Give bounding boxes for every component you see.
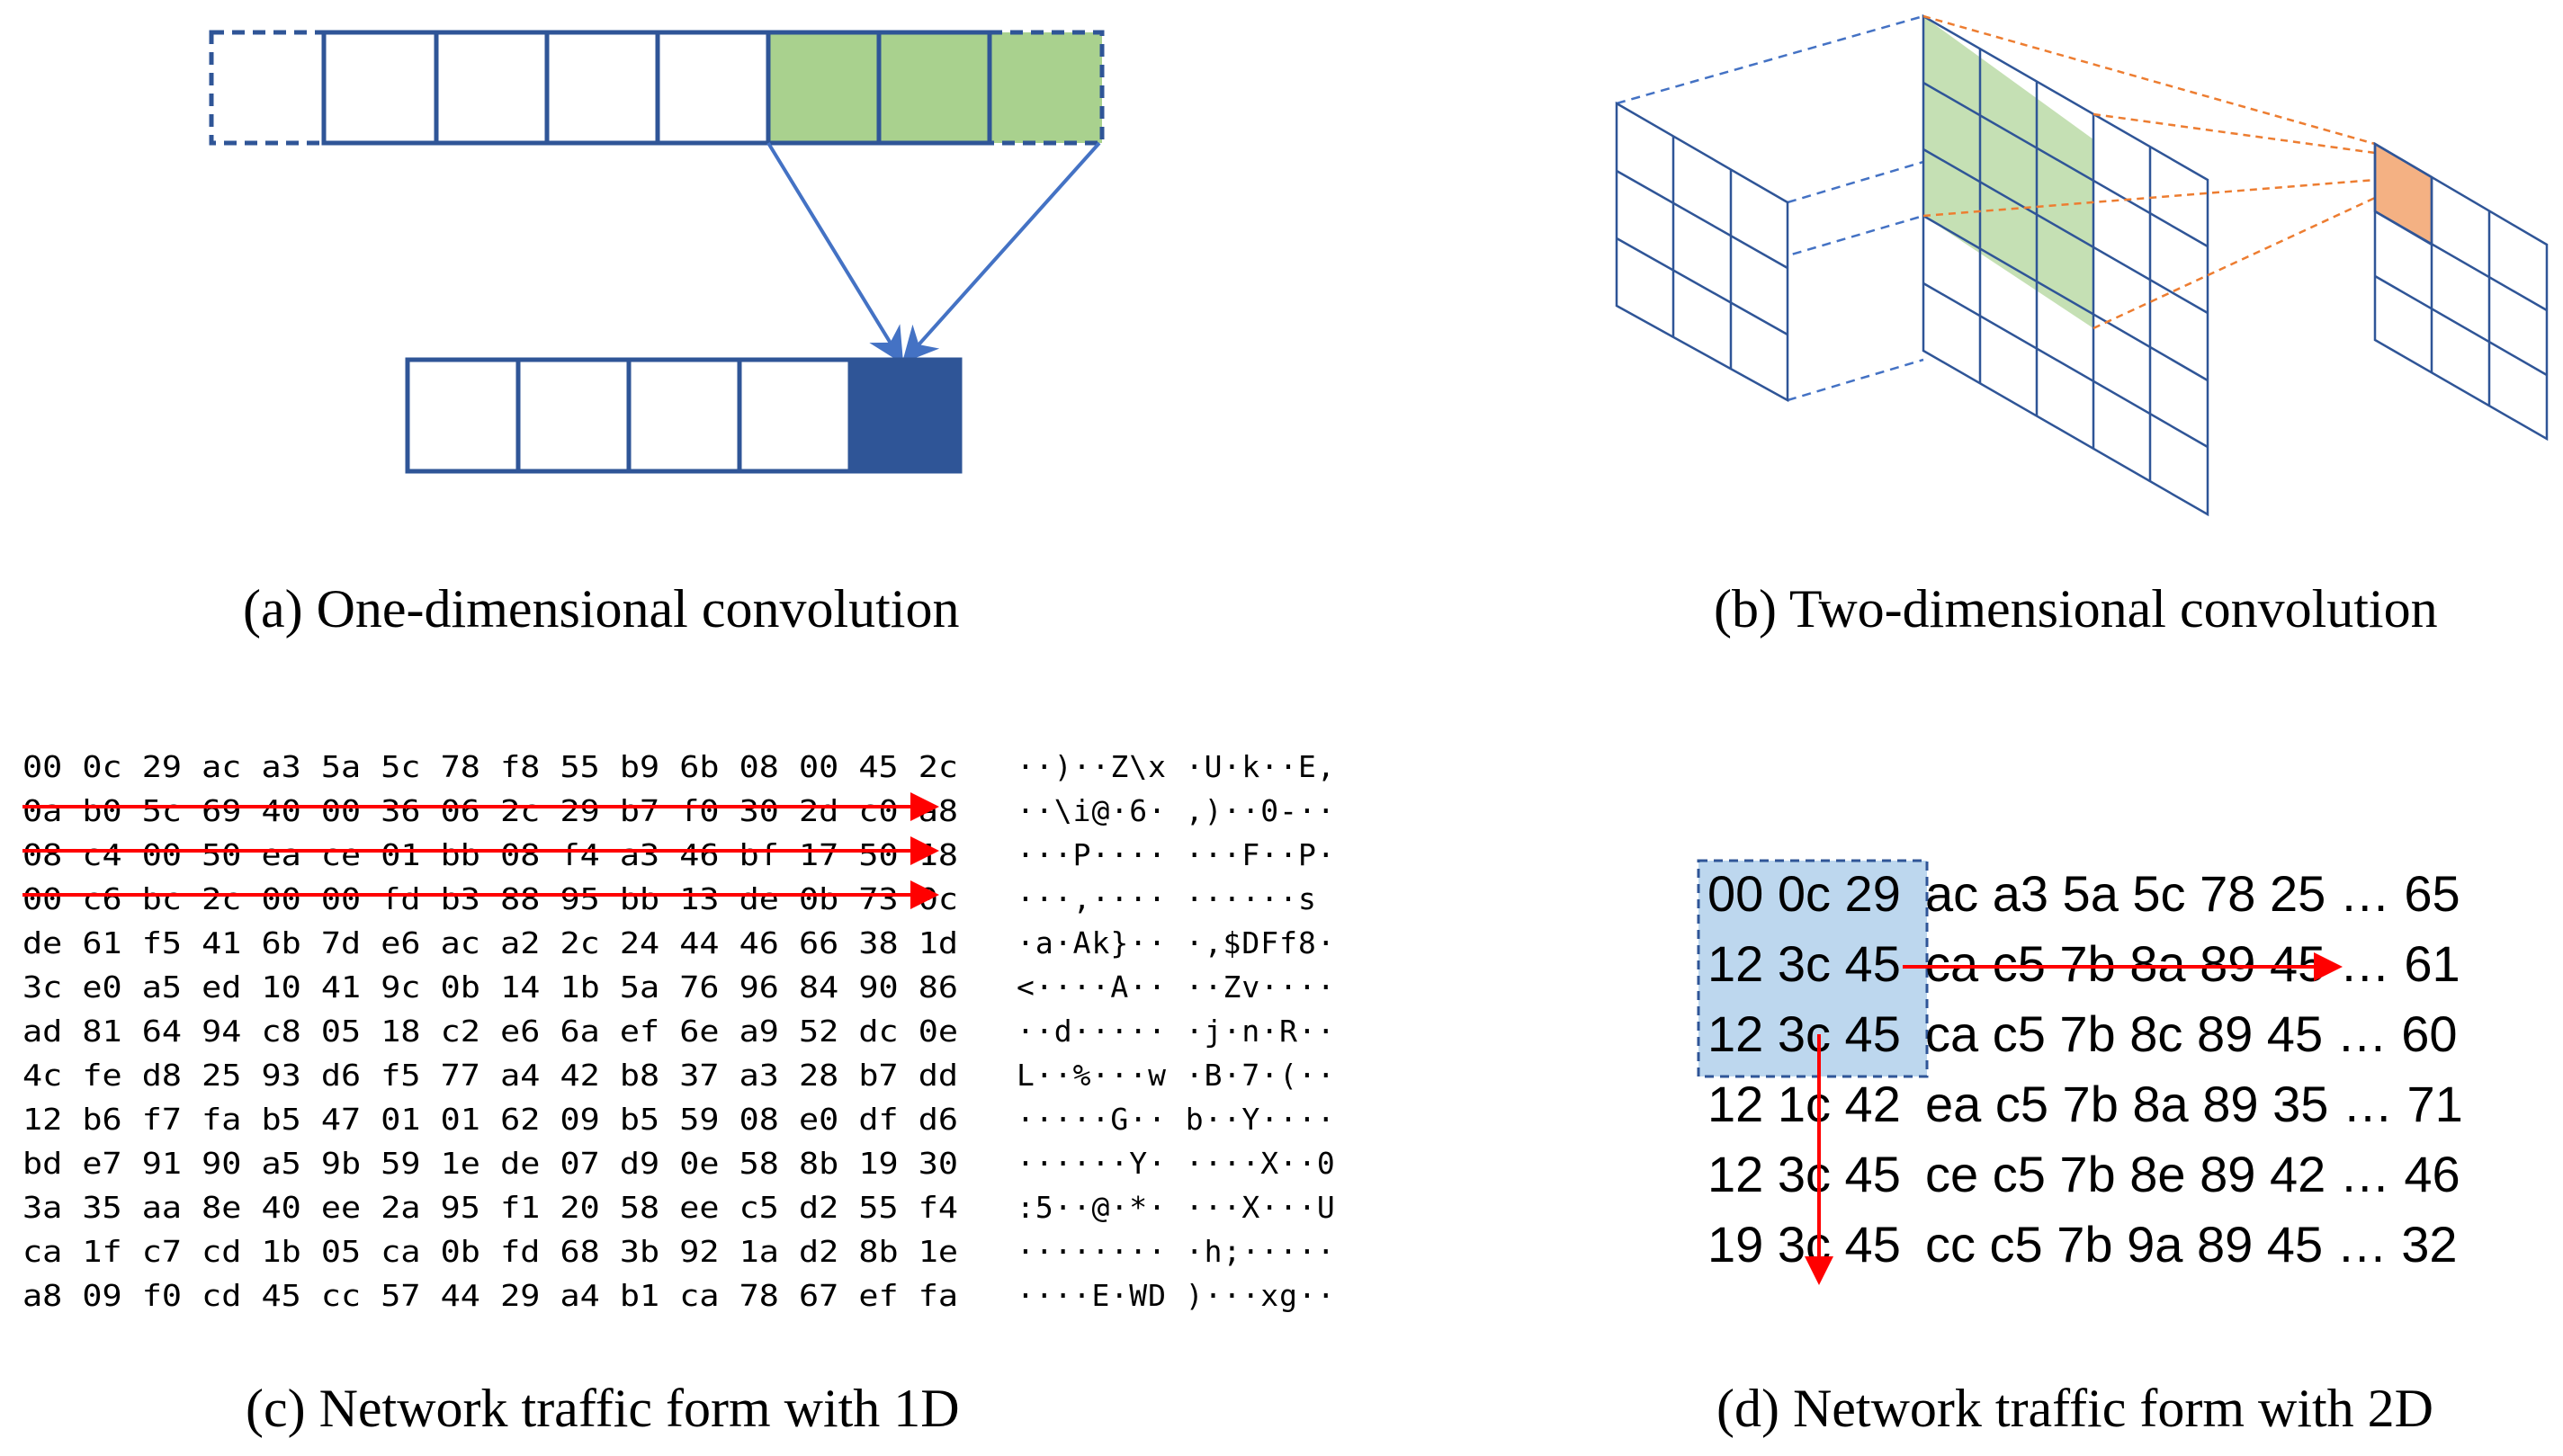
hex-row: 0a b0 5c 69 40 00 36 06 2c 29 b7 f0 30 2… — [22, 793, 958, 828]
output-cell — [737, 357, 853, 474]
hex-row: bd e7 91 90 a5 9b 59 1e de 07 d9 0e 58 8… — [22, 1146, 958, 1181]
ascii-row: L··%···w ·B·7·(·· — [1017, 1058, 1336, 1093]
grid-row-tail: cc c5 7b 9a 89 45 … 32 — [1925, 1216, 2458, 1273]
ascii-row: ······Y· ····X··0 — [1017, 1146, 1336, 1181]
arrow-left — [766, 141, 904, 364]
ascii-row: ····E·WD )···xg·· — [1017, 1278, 1336, 1313]
grid-row-head: 00 0c 29 — [1707, 865, 1901, 922]
ascii-row: ··\i@·6· ,)··0-·· — [1017, 793, 1336, 828]
row-scan-arrows — [22, 792, 939, 909]
grid-row-head: 19 3c 45 — [1707, 1216, 1901, 1273]
grid-row-head: 12 3c 45 — [1707, 1146, 1901, 1202]
hex-row: ca 1f c7 cd 1b 05 ca 0b fd 68 3b 92 1a d… — [22, 1234, 958, 1269]
panel-traffic-1d: 00 0c 29 ac a3 5a 5c 78 f8 55 b9 6b 08 0… — [22, 749, 1336, 1313]
convolution-arrows — [766, 141, 1101, 364]
kernel-window — [1697, 859, 1929, 1078]
grid-row-tail: ca c5 7b 8a 89 45 … 61 — [1925, 935, 2460, 992]
stride-arrows — [1805, 952, 2343, 1285]
padding-cell-left — [209, 30, 327, 146]
grid-row-tail: ac a3 5a 5c 78 25 … 65 — [1925, 865, 2460, 922]
ascii-row: ··d····· ·j·n·R·· — [1017, 1014, 1336, 1049]
ascii-row: ·a·Ak}·· ·,$DFf8· — [1017, 925, 1336, 960]
ascii-row: ··)··Z\x ·U·k··E, — [1017, 749, 1336, 784]
padded-input-with-kernel — [1922, 13, 2209, 517]
kernel-cell-padding — [987, 30, 1105, 146]
grid-row-tail: ca c5 7b 8c 89 45 … 60 — [1925, 1005, 2458, 1062]
ascii-row: ········ ·h;····· — [1017, 1234, 1336, 1269]
grid-row-head: 12 3c 45 — [1707, 1005, 1901, 1062]
hex-row: 08 c4 00 50 ea ce 01 bb 08 f4 a3 46 bf 1… — [22, 837, 958, 872]
ascii-row: :5··@·*· ···X···U — [1017, 1190, 1336, 1225]
input-sequence — [209, 30, 1105, 146]
input-cell — [434, 30, 550, 146]
caption-1d-convolution: (a) One-dimensional convolution — [243, 579, 959, 639]
caption-traffic-1d: (c) Network traffic form with 1D — [246, 1379, 960, 1438]
output-cell — [626, 357, 742, 474]
hex-grid: 00 0c 29 ac a3 5a 5c 78 25 … 65 12 3c 45 ca… — [1707, 865, 2463, 1273]
output-feature-map — [2373, 141, 2549, 442]
ascii-row: ···P···· ···F··P· — [1017, 837, 1336, 872]
caption-traffic-2d: (d) Network traffic form with 2D — [1716, 1379, 2433, 1438]
grid-row-head: 12 1c 42 — [1707, 1076, 1901, 1132]
grid-row-head: 12 3c 45 — [1707, 935, 1901, 992]
ascii-dump: ··)··Z\x ·U·k··E, ··\i@·6· ,)··0-·· ···P··… — [1017, 749, 1336, 1313]
output-cell-result — [847, 357, 963, 474]
panel-2d-convolution — [1615, 13, 2549, 517]
panel-1d-convolution — [209, 30, 1105, 474]
hex-row: ad 81 64 94 c8 05 18 c2 e6 6a ef 6e a9 5… — [22, 1014, 958, 1049]
hex-dump: 00 0c 29 ac a3 5a 5c 78 f8 55 b9 6b 08 0… — [22, 749, 958, 1313]
input-cell — [655, 30, 771, 146]
kernel-projection — [1922, 14, 2376, 330]
input-cell — [544, 30, 660, 146]
grid-row-tail: ea c5 7b 8a 89 35 … 71 — [1925, 1076, 2463, 1132]
panel-traffic-2d: 00 0c 29 ac a3 5a 5c 78 25 … 65 12 3c 45 ca… — [1697, 859, 2463, 1285]
grid-row-tail: ce c5 7b 8e 89 42 … 46 — [1925, 1146, 2460, 1202]
arrow-right — [901, 141, 1101, 363]
kernel-cell — [766, 30, 882, 146]
hex-row: 12 b6 f7 fa b5 47 01 01 62 09 b5 59 08 e… — [22, 1102, 958, 1137]
output-cell — [515, 357, 632, 474]
ascii-row: ···,···· ······s — [1017, 881, 1317, 916]
ascii-row: <····A·· ··Zv···· — [1017, 969, 1336, 1005]
input-feature-map — [1615, 101, 1789, 403]
output-sequence — [405, 357, 963, 474]
hex-row: 00 c6 bc 2c 00 00 fd b3 88 95 bb 13 de 0… — [22, 881, 958, 916]
hex-row: 4c fe d8 25 93 d6 f5 77 a4 42 b8 37 a3 2… — [22, 1058, 958, 1093]
caption-2d-convolution: (b) Two-dimensional convolution — [1714, 579, 2438, 639]
hex-row: a8 09 f0 cd 45 cc 57 44 29 a4 b1 ca 78 6… — [22, 1278, 958, 1313]
output-cell — [405, 357, 521, 474]
kernel-cell — [876, 30, 992, 146]
hex-row: de 61 f5 41 6b 7d e6 ac a2 2c 24 44 46 6… — [22, 925, 958, 960]
hex-row: 00 0c 29 ac a3 5a 5c 78 f8 55 b9 6b 08 0… — [22, 749, 958, 784]
input-cell — [321, 30, 439, 146]
hex-row: 3c e0 a5 ed 10 41 9c 0b 14 1b 5a 76 96 8… — [22, 969, 958, 1005]
ascii-row: ·····G·· b··Y···· — [1017, 1102, 1336, 1137]
hex-row: 3a 35 aa 8e 40 ee 2a 95 f1 20 58 ee c5 d… — [22, 1190, 958, 1225]
